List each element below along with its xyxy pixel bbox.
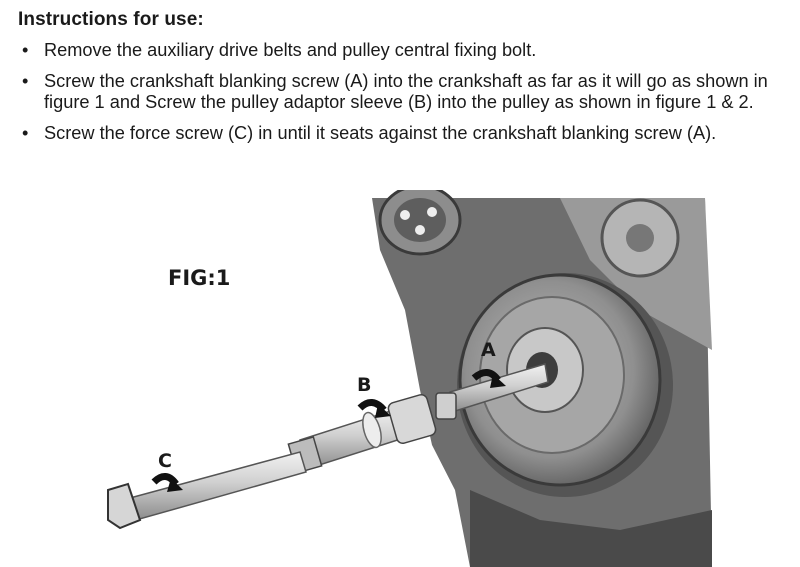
accessory-pulley — [378, 190, 462, 256]
instructions-heading: Instructions for use: — [18, 9, 204, 30]
instruction-step: • Screw the crankshaft blanking screw (A… — [18, 71, 788, 113]
tool-illustration — [107, 190, 712, 567]
instruction-step: • Remove the auxiliary drive belts and p… — [18, 40, 788, 61]
bullet-icon: • — [22, 123, 29, 143]
rotation-arrow-icon — [490, 374, 506, 388]
figure-1: FIG:1 A B C — [0, 190, 800, 567]
callout-c-label: C — [158, 450, 172, 472]
bullet-icon: • — [22, 40, 29, 60]
step-text: Remove the auxiliary drive belts and pul… — [44, 40, 537, 60]
figure-label: FIG:1 — [168, 266, 231, 290]
crankshaft-blanking-screw — [435, 363, 549, 420]
callout-a-label: A — [481, 339, 496, 361]
step-text: Screw the crankshaft blanking screw (A) … — [44, 71, 768, 112]
crankshaft-pulley — [457, 273, 673, 497]
instruction-steps: • Remove the auxiliary drive belts and p… — [18, 40, 788, 154]
rotation-arrow-icon — [167, 478, 183, 492]
bullet-icon: • — [22, 71, 29, 91]
force-screw — [107, 451, 307, 530]
callout-b-label: B — [357, 374, 372, 396]
step-text: Screw the force screw (C) in until it se… — [44, 123, 717, 143]
rotation-arrow-icon — [375, 404, 391, 418]
instruction-step: • Screw the force screw (C) in until it … — [18, 123, 788, 144]
